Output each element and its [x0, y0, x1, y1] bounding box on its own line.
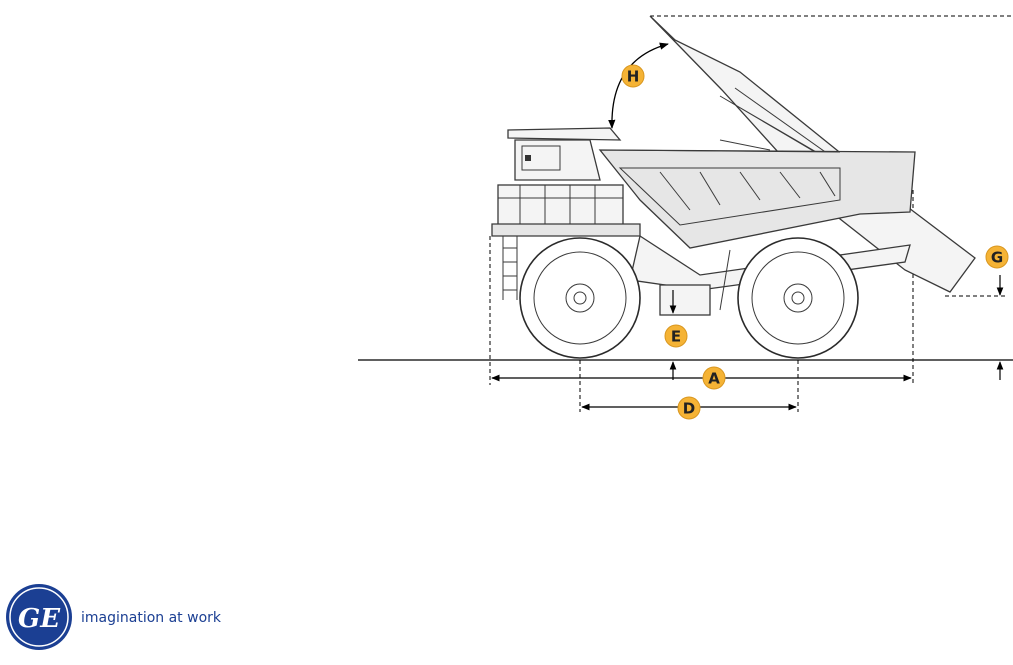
dimension-label-d: D	[683, 400, 695, 418]
dimension-label-h: H	[627, 68, 640, 86]
ge-logo: GE	[6, 584, 72, 650]
dimension-badge-h: H	[622, 65, 644, 87]
front-wheel	[520, 238, 640, 358]
brand-tagline: imagination at work	[81, 610, 222, 626]
dimension-badge-g: G	[986, 246, 1008, 268]
ge-logo-text: GE	[18, 604, 61, 634]
dimension-badge-d: D	[678, 397, 700, 419]
dimension-label-e: E	[671, 328, 681, 346]
dimension-label-a: A	[708, 370, 720, 388]
rear-wheel	[738, 238, 858, 358]
dimension-badge-e: E	[665, 325, 687, 347]
dimension-badge-a: A	[703, 367, 725, 389]
dimension-label-g: G	[991, 249, 1003, 267]
dimension-h-arc	[612, 44, 668, 128]
